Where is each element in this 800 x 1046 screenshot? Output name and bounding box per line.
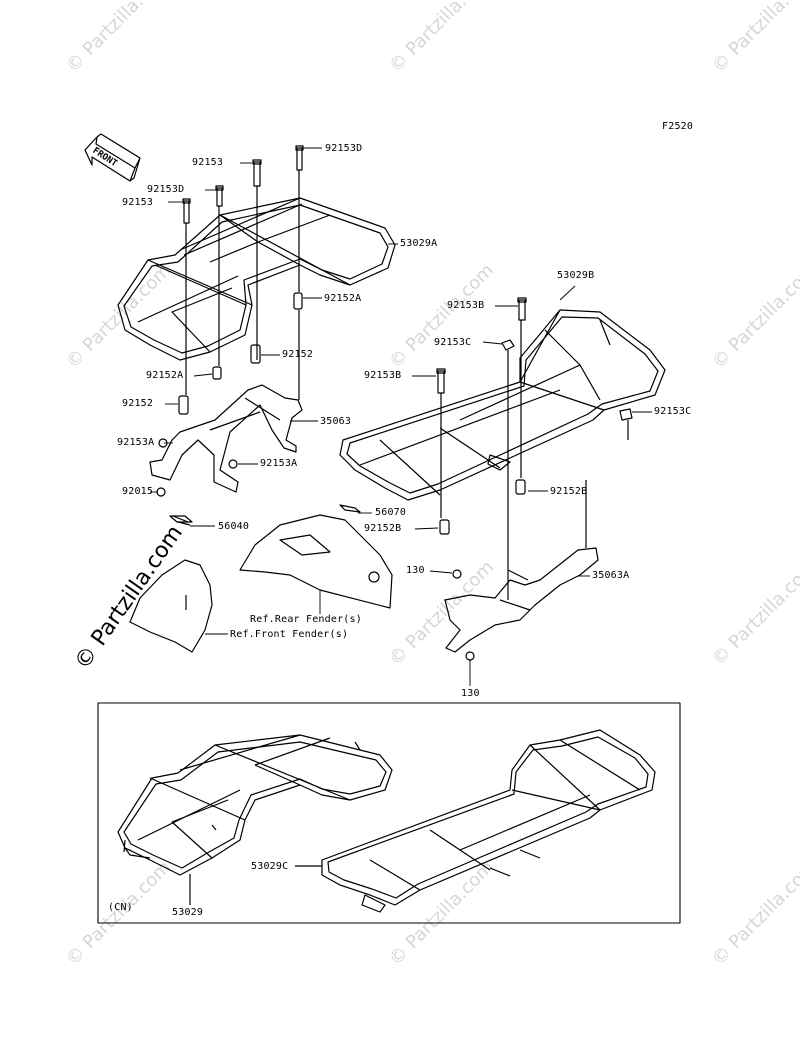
front-fender xyxy=(129,515,213,653)
callout-53029B: 53029B xyxy=(557,270,595,281)
callout-53029C: 53029C xyxy=(251,861,289,872)
front-bracket-35063 xyxy=(149,384,303,497)
callout-56040: 56040 xyxy=(218,521,250,532)
callout-92153A-right: 92153A xyxy=(260,458,298,469)
rear-bracket-35063A xyxy=(444,480,599,661)
callout-92153A-left: 92153A xyxy=(117,437,155,448)
callout-92153D-left: 92153D xyxy=(147,184,185,195)
callout-35063: 35063 xyxy=(320,416,352,427)
callout-92153B-left: 92153B xyxy=(364,370,402,381)
inset-frame xyxy=(97,702,681,924)
callout-56070: 56070 xyxy=(375,507,407,518)
callout-130-bottom: 130 xyxy=(461,688,480,699)
callout-92152A-right: 92152A xyxy=(324,293,362,304)
front-arrow-icon xyxy=(84,133,141,182)
rear-fender xyxy=(239,504,393,609)
callout-92015: 92015 xyxy=(122,486,154,497)
front-fasteners xyxy=(178,145,304,415)
callout-92152A-left: 92152A xyxy=(146,370,184,381)
callout-92153C-right: 92153C xyxy=(654,406,692,417)
callout-53029: 53029 xyxy=(172,907,204,918)
leader-lines xyxy=(150,147,652,686)
callout-92153D-top: 92153D xyxy=(325,143,363,154)
callout-130-top: 130 xyxy=(406,565,425,576)
front-rack-53029A xyxy=(117,197,396,361)
callout-92153-top: 92153 xyxy=(192,157,224,168)
callout-92152-left: 92152 xyxy=(122,398,154,409)
callout-92153B-top: 92153B xyxy=(447,300,485,311)
callout-92152-right: 92152 xyxy=(282,349,314,360)
inset-rack-53029C xyxy=(189,729,656,913)
callout-53029A: 53029A xyxy=(400,238,438,249)
rear-rack-53029B xyxy=(339,309,666,501)
ref-front-fender: Ref.Front Fender(s) xyxy=(230,629,349,640)
rear-fasteners xyxy=(436,297,633,600)
inset-label: (CN) xyxy=(108,902,133,913)
callout-92153-left: 92153 xyxy=(122,197,154,208)
figure-code: F2520 xyxy=(662,121,694,132)
ref-rear-fender: Ref.Rear Fender(s) xyxy=(250,614,362,625)
callout-35063A: 35063A xyxy=(592,570,630,581)
callout-92153C-left: 92153C xyxy=(434,337,472,348)
inset-rack-53029 xyxy=(117,734,393,876)
callout-92152B-right: 92152B xyxy=(550,486,588,497)
callout-92152B-left: 92152B xyxy=(364,523,402,534)
